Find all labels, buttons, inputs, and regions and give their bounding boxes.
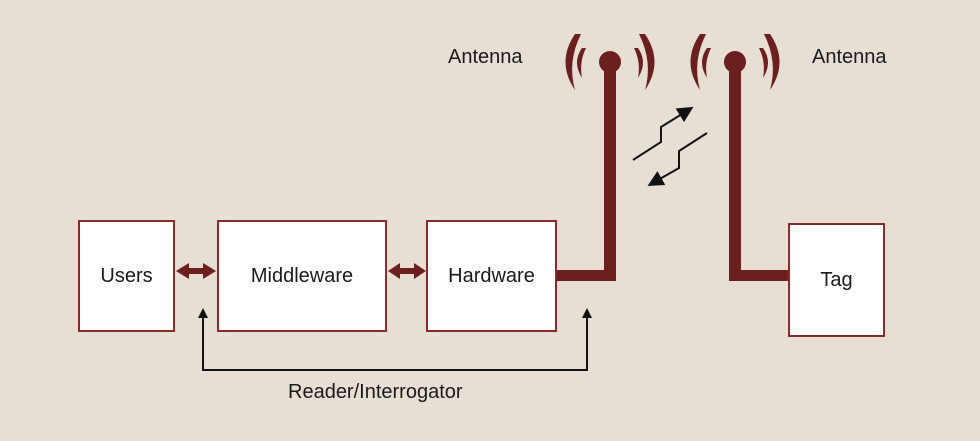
bracket-arrowhead-left bbox=[198, 308, 208, 318]
reader-antenna-label: Antenna bbox=[448, 46, 523, 68]
reader-interrogator-label: Reader/Interrogator bbox=[288, 381, 463, 403]
tag-antenna-icon bbox=[690, 34, 789, 281]
signal-arrow-to-reader bbox=[647, 132, 708, 186]
users-middleware-link bbox=[176, 263, 216, 279]
reader-antenna-icon bbox=[557, 34, 655, 281]
tag-label: Tag bbox=[820, 268, 853, 291]
tag-antenna-label: Antenna bbox=[812, 46, 887, 68]
middleware-hardware-link bbox=[388, 263, 426, 279]
users-box: Users bbox=[78, 220, 175, 332]
hardware-box: Hardware bbox=[426, 220, 557, 332]
signal-arrow-to-tag bbox=[632, 106, 694, 161]
users-label: Users bbox=[100, 264, 153, 287]
middleware-box: Middleware bbox=[217, 220, 387, 332]
middleware-label: Middleware bbox=[250, 264, 354, 287]
bracket-arrowhead-right bbox=[582, 308, 592, 318]
reader-bracket bbox=[202, 312, 588, 371]
hardware-label: Hardware bbox=[448, 264, 535, 287]
tag-box: Tag bbox=[788, 223, 885, 337]
